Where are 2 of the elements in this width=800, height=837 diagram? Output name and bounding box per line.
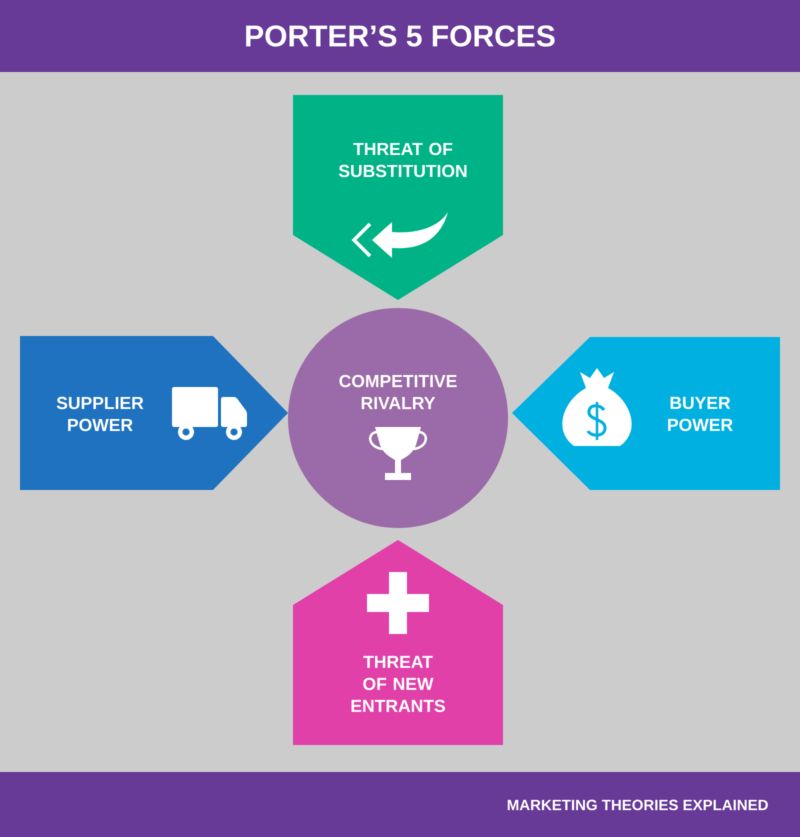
footer-text: MARKETING THEORIES EXPLAINED xyxy=(508,800,768,810)
title-banner: PORTER’S 5 FORCES xyxy=(0,0,800,72)
